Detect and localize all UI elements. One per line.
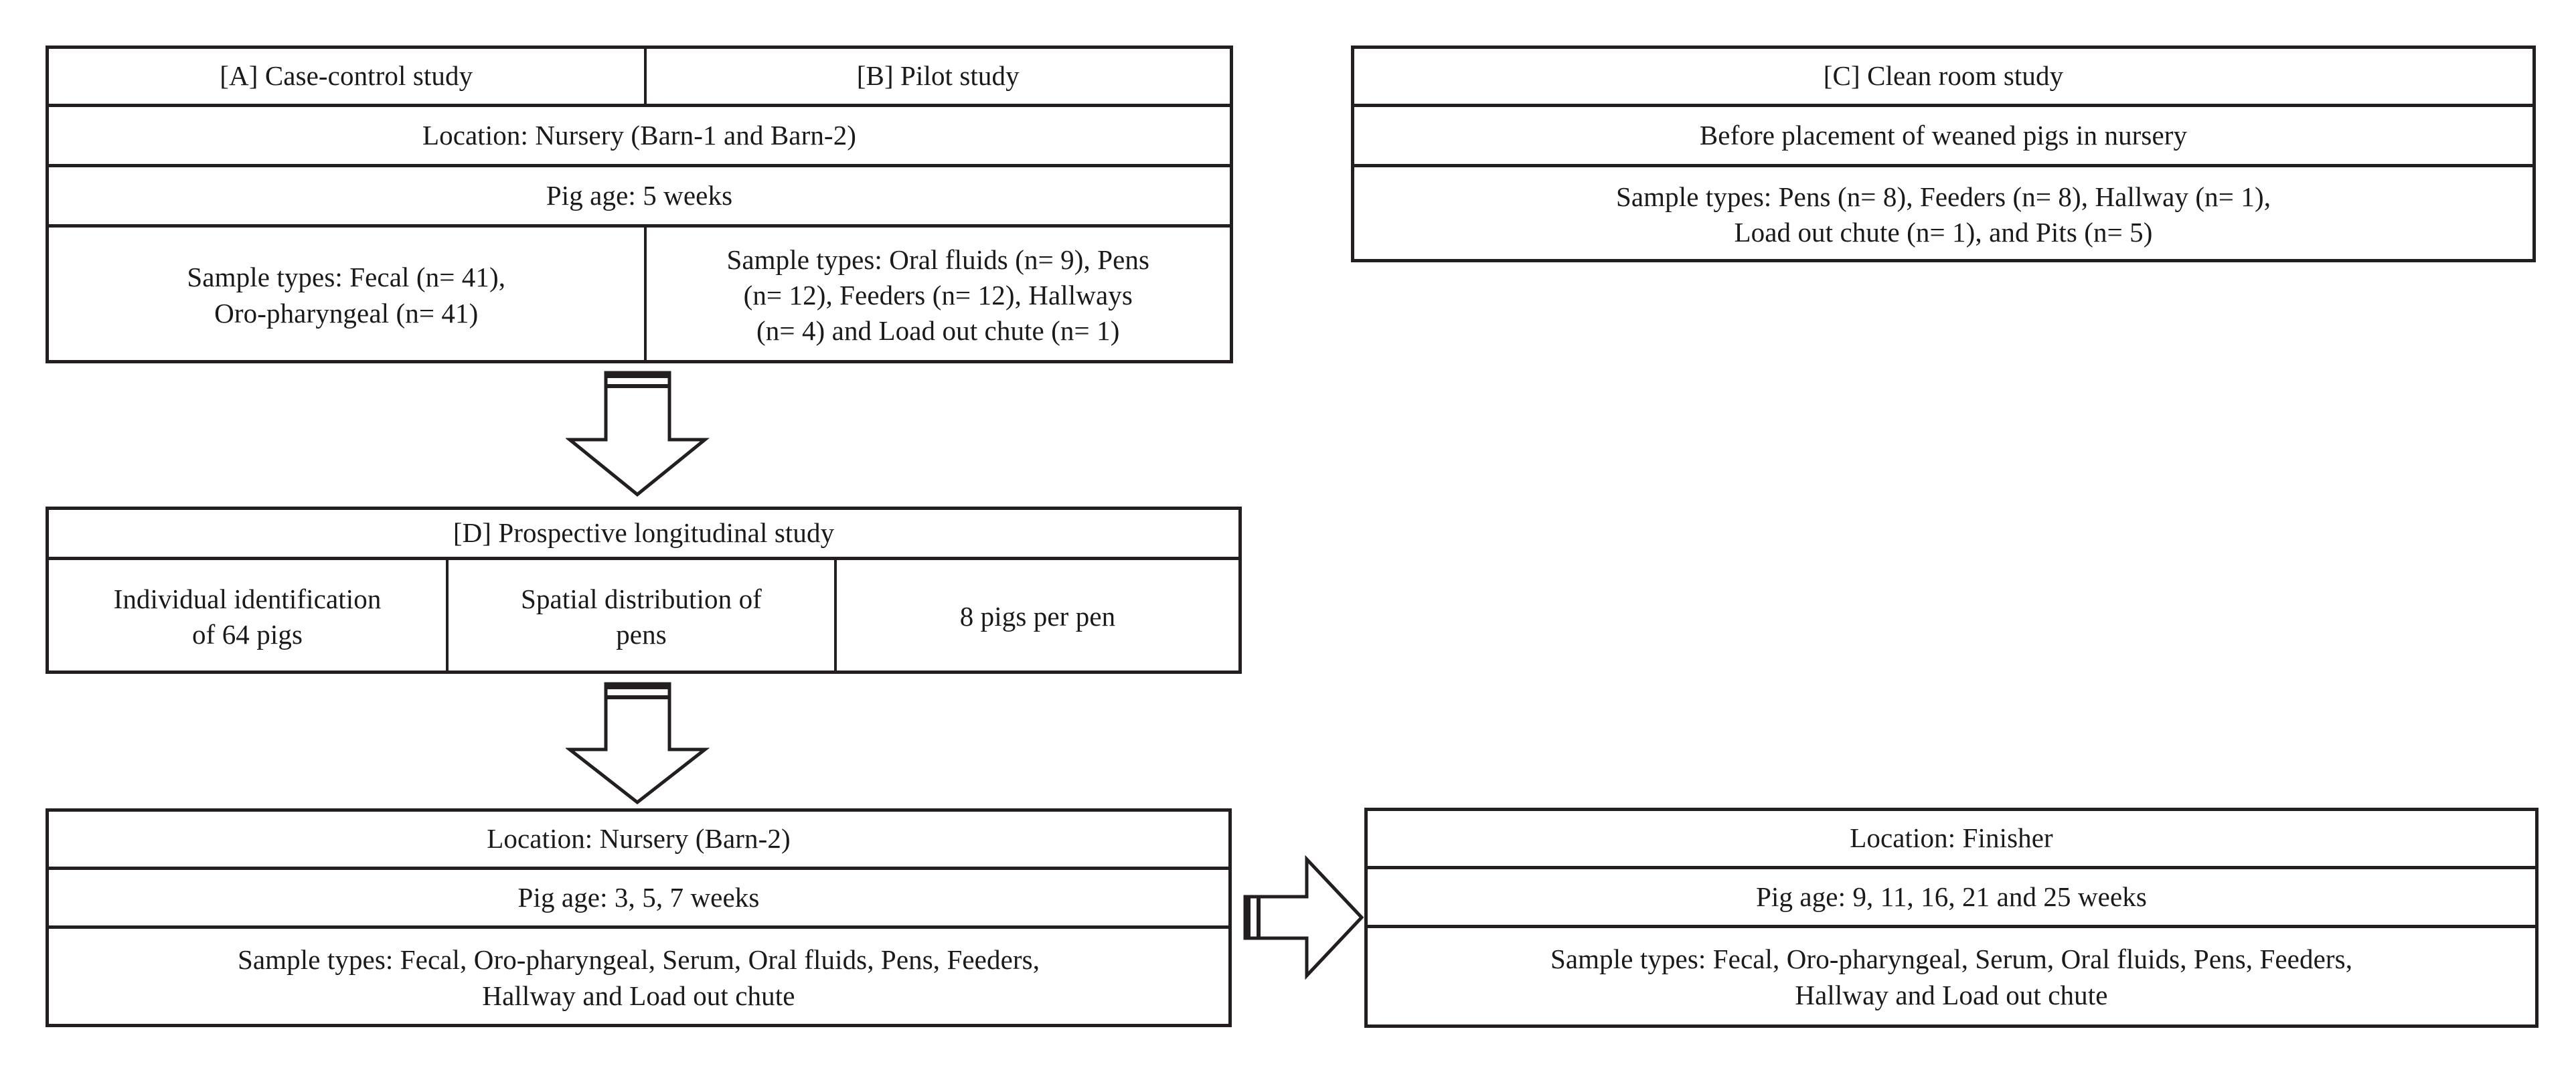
- finisher-sampling-box: Location: Finisher Pig age: 9, 11, 16, 2…: [1364, 808, 2539, 1028]
- finisher-location-text: Location: Finisher: [1850, 822, 2053, 854]
- right-arrow-nursery-to-finisher-icon: [1242, 855, 1364, 980]
- shared-pig-age-text: Pig age: 5 weeks: [546, 179, 733, 211]
- clean-room-timing-text: Before placement of weaned pigs in nurse…: [1699, 119, 2188, 151]
- clean-room-title: [C] Clean room study: [1823, 60, 2064, 92]
- table-row: [C] Clean room study: [1354, 49, 2532, 107]
- case-control-sample-types-cell: Sample types: Fecal (n= 41), Oro-pharyng…: [49, 228, 647, 363]
- shared-pig-age-cell: Pig age: 5 weeks: [49, 167, 1230, 224]
- table-row: [D] Prospective longitudinal study: [49, 510, 1238, 560]
- longitudinal-title-cell: [D] Prospective longitudinal study: [49, 510, 1238, 557]
- longitudinal-spatial-distribution-line-2: pens: [616, 619, 667, 650]
- table-row: Sample types: Pens (n= 8), Feeders (n= 8…: [1354, 167, 2532, 262]
- nursery-sample-types-cell: Sample types: Fecal, Oro-pharyngeal, Ser…: [49, 929, 1228, 1027]
- clean-room-study-box: [C] Clean room study Before placement of…: [1351, 46, 2536, 262]
- shared-location-cell: Location: Nursery (Barn-1 and Barn-2): [49, 107, 1230, 164]
- nursery-location-text: Location: Nursery (Barn-2): [487, 823, 791, 855]
- table-row: Before placement of weaned pigs in nurse…: [1354, 107, 2532, 167]
- case-control-study-title-cell: [A] Case-control study: [49, 49, 647, 104]
- finisher-sample-types-line-1: Sample types: Fecal, Oro-pharyngeal, Ser…: [1550, 944, 2353, 975]
- finisher-pig-age-cell: Pig age: 9, 11, 16, 21 and 25 weeks: [1368, 869, 2535, 925]
- table-row: Location: Nursery (Barn-1 and Barn-2): [49, 107, 1230, 167]
- nursery-sampling-box: Location: Nursery (Barn-2) Pig age: 3, 5…: [46, 808, 1232, 1027]
- finisher-pig-age-text: Pig age: 9, 11, 16, 21 and 25 weeks: [1756, 881, 2147, 912]
- longitudinal-spatial-distribution-cell: Spatial distribution of pens: [449, 560, 837, 674]
- pilot-study-title-cell: [B] Pilot study: [647, 49, 1230, 104]
- clean-room-sample-types-line-1: Sample types: Pens (n= 8), Feeders (n= 8…: [1615, 181, 2271, 212]
- longitudinal-individual-id-line-1: Individual identification: [113, 583, 382, 614]
- down-arrow-longitudinal-to-nursery-icon: [566, 681, 710, 805]
- clean-room-sample-types-line-2: Load out chute (n= 1), and Pits (n= 5): [1734, 217, 2153, 248]
- case-control-sample-types-line-2: Oro-pharyngeal (n= 41): [214, 297, 479, 329]
- longitudinal-individual-id-line-2: of 64 pigs: [192, 619, 303, 650]
- longitudinal-pigs-per-pen-cell: 8 pigs per pen: [837, 560, 1238, 674]
- prospective-longitudinal-study-box: [D] Prospective longitudinal study Indiv…: [46, 507, 1242, 674]
- nursery-location-cell: Location: Nursery (Barn-2): [49, 812, 1228, 867]
- clean-room-timing-cell: Before placement of weaned pigs in nurse…: [1354, 107, 2532, 164]
- finisher-sample-types-cell: Sample types: Fecal, Oro-pharyngeal, Ser…: [1368, 928, 2535, 1027]
- case-control-study-title: [A] Case-control study: [220, 60, 473, 92]
- pilot-sample-types-line-1: Sample types: Oral fluids (n= 9), Pens: [726, 244, 1150, 275]
- finisher-sample-types-line-2: Hallway and Load out chute: [1795, 979, 2108, 1010]
- longitudinal-pigs-per-pen-text: 8 pigs per pen: [959, 601, 1116, 632]
- table-row: Individual identification of 64 pigs Spa…: [49, 560, 1238, 674]
- longitudinal-individual-id-cell: Individual identification of 64 pigs: [49, 560, 449, 674]
- down-arrow-ab-to-longitudinal-icon: [566, 370, 710, 497]
- table-row: Pig age: 9, 11, 16, 21 and 25 weeks: [1368, 869, 2535, 928]
- clean-room-sample-types-cell: Sample types: Pens (n= 8), Feeders (n= 8…: [1354, 167, 2532, 262]
- table-row: Sample types: Fecal (n= 41), Oro-pharyng…: [49, 228, 1230, 363]
- table-row: [A] Case-control study [B] Pilot study: [49, 49, 1230, 107]
- table-row: Pig age: 3, 5, 7 weeks: [49, 870, 1228, 929]
- pilot-sample-types-cell: Sample types: Oral fluids (n= 9), Pens (…: [647, 228, 1230, 363]
- clean-room-title-cell: [C] Clean room study: [1354, 49, 2532, 104]
- longitudinal-title: [D] Prospective longitudinal study: [453, 517, 835, 549]
- longitudinal-spatial-distribution-line-1: Spatial distribution of: [521, 583, 762, 614]
- nursery-sample-types-line-1: Sample types: Fecal, Oro-pharyngeal, Ser…: [237, 944, 1040, 976]
- pilot-study-title: [B] Pilot study: [856, 60, 1020, 92]
- table-row: Pig age: 5 weeks: [49, 167, 1230, 228]
- pilot-sample-types-line-3: (n= 4) and Load out chute (n= 1): [756, 315, 1120, 347]
- finisher-location-cell: Location: Finisher: [1368, 811, 2535, 866]
- case-control-and-pilot-study-box: [A] Case-control study [B] Pilot study L…: [46, 46, 1233, 363]
- nursery-sample-types-line-2: Hallway and Load out chute: [482, 980, 795, 1011]
- nursery-pig-age-text: Pig age: 3, 5, 7 weeks: [517, 881, 760, 913]
- case-control-sample-types-line-1: Sample types: Fecal (n= 41),: [187, 262, 506, 293]
- table-row: Location: Finisher: [1368, 811, 2535, 869]
- table-row: Sample types: Fecal, Oro-pharyngeal, Ser…: [49, 929, 1228, 1027]
- table-row: Sample types: Fecal, Oro-pharyngeal, Ser…: [1368, 928, 2535, 1027]
- pilot-sample-types-line-2: (n= 12), Feeders (n= 12), Hallways: [743, 279, 1133, 310]
- shared-location-text: Location: Nursery (Barn-1 and Barn-2): [422, 119, 857, 151]
- nursery-pig-age-cell: Pig age: 3, 5, 7 weeks: [49, 870, 1228, 925]
- table-row: Location: Nursery (Barn-2): [49, 812, 1228, 870]
